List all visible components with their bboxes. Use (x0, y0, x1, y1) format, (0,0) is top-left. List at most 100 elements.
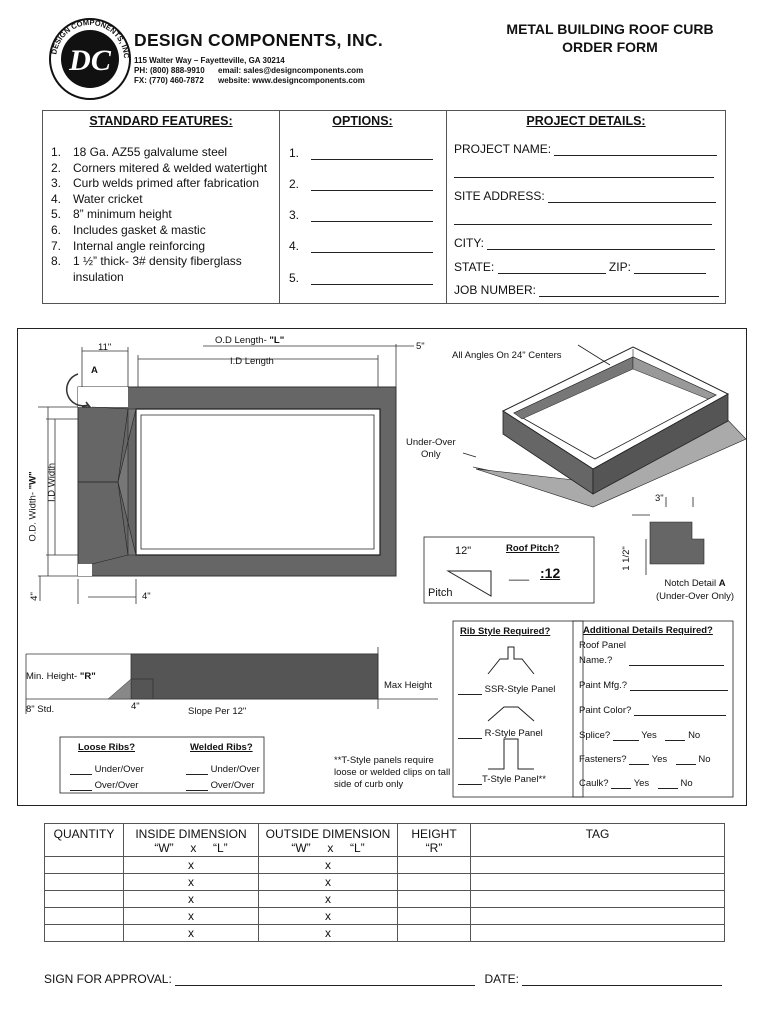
option-3-field[interactable] (311, 208, 434, 222)
project-name-row-2 (454, 164, 714, 178)
ssr-style-field[interactable] (458, 681, 482, 695)
additional-details-title: Additional Details Required? (583, 625, 713, 636)
svg-text:DC: DC (68, 44, 112, 77)
max-height-label: Max Height (384, 680, 433, 691)
quantity-cell[interactable] (44, 924, 124, 942)
roof-panel-name-field[interactable] (628, 652, 724, 666)
project-title: PROJECT DETAILS: (526, 114, 646, 128)
only-text: Only (421, 449, 441, 460)
inside-dim-cell[interactable]: x (123, 924, 259, 942)
option-2-field[interactable] (311, 177, 434, 191)
inside-dim-cell[interactable]: x (123, 873, 259, 891)
tag-cell[interactable] (470, 924, 725, 942)
roof-pitch-title: Roof Pitch? (506, 543, 560, 554)
site-address-field-2[interactable] (454, 211, 712, 225)
height-cell[interactable] (397, 873, 471, 891)
angles-note: All Angles On 24" Centers (452, 350, 562, 361)
option-5-field[interactable] (311, 271, 434, 285)
welded-over-over-option: Over/Over (186, 777, 254, 791)
col-tag: TAG (470, 823, 725, 857)
pitch-12-label: 12" (455, 545, 472, 557)
dim-5-label: 5" (416, 341, 425, 352)
inside-dim-cell[interactable]: x (123, 890, 259, 908)
quantity-cell[interactable] (44, 907, 124, 925)
id-width-label: I.D Width (46, 462, 58, 503)
height-cell[interactable] (397, 924, 471, 942)
dim-1-5-label: 1 1/2" (620, 546, 632, 571)
tag-cell[interactable] (470, 856, 725, 874)
option-1-field[interactable] (311, 146, 434, 160)
city-row: CITY: (454, 236, 716, 250)
dim-11-label: 11" (98, 342, 112, 353)
fasteners-no-field[interactable] (675, 751, 696, 765)
caulk-no-field[interactable] (657, 775, 678, 789)
date-field[interactable] (522, 972, 723, 986)
tag-cell[interactable] (470, 907, 725, 925)
inside-dim-cell[interactable]: x (123, 856, 259, 874)
height-cell[interactable] (397, 856, 471, 874)
feature-item: 1.18 Ga. AZ55 galvalume steel (51, 145, 228, 159)
company-name: DESIGN COMPONENTS, INC. (134, 30, 384, 50)
sign-approval-label: SIGN FOR APPROVAL: (44, 972, 172, 986)
roof-pitch-field[interactable]: ___ (509, 567, 530, 581)
project-name-field[interactable] (554, 142, 718, 156)
option-row-1: 1. (289, 146, 434, 160)
quantity-cell[interactable] (44, 890, 124, 908)
ssr-style-option: SSR-Style Panel (458, 681, 555, 695)
caulk-row: Caulk? Yes No (579, 775, 693, 789)
welded-under-over-field[interactable] (186, 761, 208, 775)
t-style-field[interactable] (458, 771, 482, 785)
outside-dim-cell[interactable]: x (258, 890, 398, 908)
rib-style-title: Rib Style Required? (460, 626, 551, 637)
welded-over-over-field[interactable] (186, 777, 208, 791)
paint-color-field[interactable] (633, 702, 726, 716)
col-height: HEIGHT“R” (397, 823, 471, 857)
dim-4-side-label: 4" (131, 701, 140, 712)
state-field[interactable] (497, 260, 606, 274)
fasteners-yes-field[interactable] (629, 751, 650, 765)
caulk-yes-field[interactable] (611, 775, 632, 789)
inside-dim-cell[interactable]: x (123, 907, 259, 925)
company-website: website: www.designcomponents.com (218, 76, 365, 85)
notch-detail (632, 497, 705, 575)
outside-dim-cell[interactable]: x (258, 924, 398, 942)
city-field[interactable] (487, 236, 716, 250)
tag-cell[interactable] (470, 873, 725, 891)
job-number-field[interactable] (539, 283, 720, 297)
feature-item: 8.1 ½” thick- 3# density fiberglass insu… (51, 254, 242, 284)
outside-dim-cell[interactable]: x (258, 873, 398, 891)
splice-no-field[interactable] (665, 727, 686, 741)
site-address-field[interactable] (548, 189, 717, 203)
roof-panel-name-row: Name.? (579, 652, 724, 666)
r-style-field[interactable] (458, 725, 482, 739)
loose-under-over-field[interactable] (70, 761, 92, 775)
quantity-cell[interactable] (44, 873, 124, 891)
feature-item: 7.Internal angle reinforcing (51, 238, 206, 253)
paint-mfg-field[interactable] (629, 677, 728, 691)
company-email: email: sales@designcomponents.com (218, 66, 364, 75)
welded-under-over-option: Under/Over (186, 761, 260, 775)
tag-cell[interactable] (470, 890, 725, 908)
project-name-field-2[interactable] (454, 164, 714, 178)
feature-item: 2.Corners mitered & welded watertight (51, 160, 268, 175)
zip-field[interactable] (634, 260, 707, 274)
pitch-label: Pitch (428, 587, 453, 599)
notch-detail-label: Notch Detail A (Under-Over Only) (630, 577, 760, 603)
paint-mfg-row: Paint Mfg.? (579, 677, 728, 691)
loose-over-over-field[interactable] (70, 777, 92, 791)
notch-detail-title: Notch Detail A (664, 578, 726, 589)
welded-ribs-title: Welded Ribs? (190, 742, 253, 753)
project-name-row: PROJECT NAME: (454, 142, 718, 156)
option-4-field[interactable] (311, 239, 434, 253)
outside-dim-cell[interactable]: x (258, 856, 398, 874)
project-column: PROJECT NAME: SITE ADDRESS: CITY: STATE:… (446, 111, 726, 303)
signature-field[interactable] (175, 972, 476, 986)
outside-dim-cell[interactable]: x (258, 907, 398, 925)
quantity-cell[interactable] (44, 856, 124, 874)
height-cell[interactable] (397, 890, 471, 908)
marker-a: A (91, 365, 98, 376)
height-cell[interactable] (397, 907, 471, 925)
splice-yes-field[interactable] (612, 727, 639, 741)
t-style-note: **T-Style panels require loose or welded… (334, 755, 451, 790)
